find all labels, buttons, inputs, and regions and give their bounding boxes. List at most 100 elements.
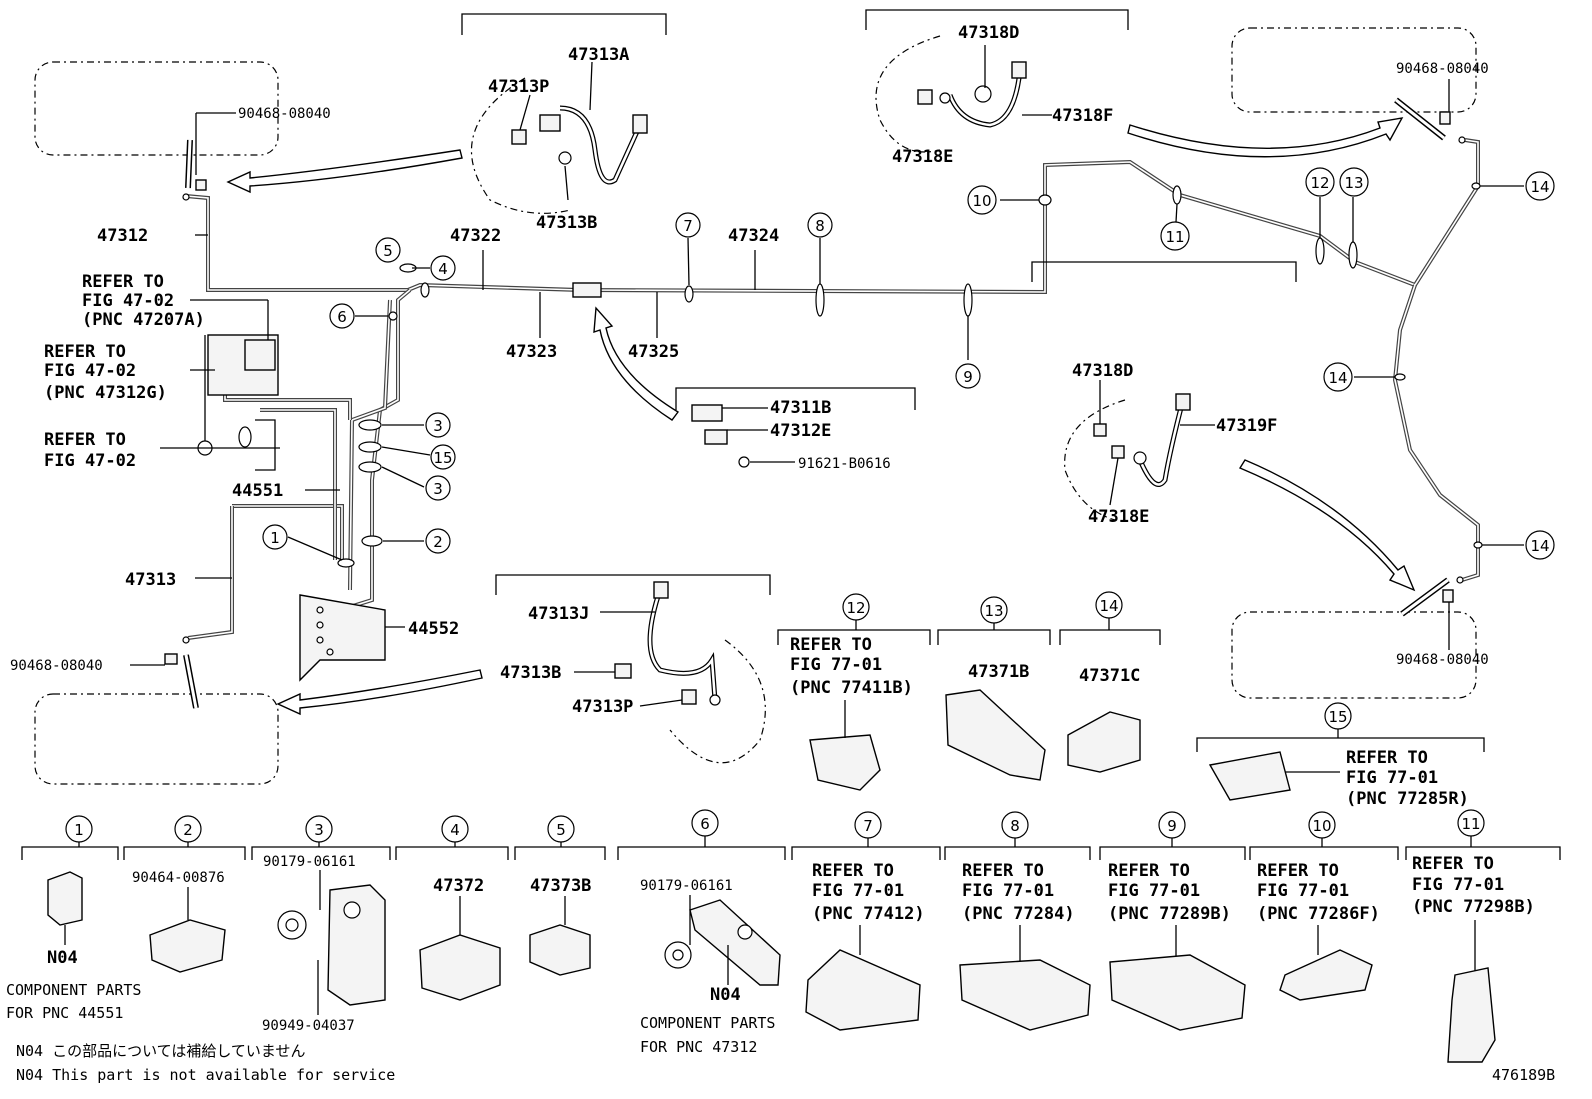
refer-77284-line3: (PNC 77284) bbox=[962, 904, 1075, 924]
callout-1a: 1 bbox=[270, 529, 280, 547]
callout-circles: 5 6 4 3 15 3 1 2 7 8 9 10 11 12 13 14 14… bbox=[262, 167, 1555, 560]
figure-id: 476189B bbox=[1492, 1066, 1555, 1084]
callout-11b: 11 bbox=[1461, 815, 1480, 833]
label-44552: 44552 bbox=[408, 619, 459, 639]
detail-rear-left-hose bbox=[495, 574, 771, 764]
callout-14c: 14 bbox=[1530, 537, 1549, 555]
detail-rear-right-hose bbox=[1031, 261, 1297, 521]
label-91621-B0616: 91621-B0616 bbox=[798, 456, 891, 472]
callout-3c: 3 bbox=[314, 821, 324, 839]
flow-arrows bbox=[226, 117, 1416, 716]
callout-2a: 2 bbox=[433, 533, 443, 551]
rear-right-wheel-area bbox=[1231, 611, 1477, 699]
callout-4b: 4 bbox=[450, 821, 460, 839]
component-3: 3 90179-06161 90949-04037 bbox=[251, 815, 391, 1034]
refer-77285R-line1: REFER TO bbox=[1346, 748, 1428, 768]
refer-77411B-line3: (PNC 77411B) bbox=[790, 678, 913, 698]
label-47313A: 47313A bbox=[568, 45, 629, 65]
label-47313: 47313 bbox=[125, 570, 176, 590]
label-90468-br: 90468-08040 bbox=[1396, 652, 1489, 668]
detail-bracket-47311B bbox=[675, 387, 916, 468]
clamp-group-15: 15 REFER TO FIG 77-01 (PNC 77285R) bbox=[1196, 702, 1485, 809]
component-10: 10 REFER TO FIG 77-01 (PNC 77286F) bbox=[1249, 811, 1399, 1001]
clamp-group-14: 14 47371C bbox=[1059, 591, 1161, 773]
callout-14b: 14 bbox=[1328, 369, 1347, 387]
label-47318E-top: 47318E bbox=[892, 147, 953, 167]
label-N04-a: N04 bbox=[47, 948, 78, 968]
label-47371B: 47371B bbox=[968, 662, 1029, 682]
refer-77286F-line3: (PNC 77286F) bbox=[1257, 904, 1380, 924]
label-47318F: 47318F bbox=[1052, 106, 1113, 126]
refer-47312G-line1: REFER TO bbox=[44, 342, 126, 362]
callout-13b: 13 bbox=[984, 602, 1003, 620]
label-90468-bl: 90468-08040 bbox=[10, 658, 103, 674]
callout-15a: 15 bbox=[433, 449, 452, 467]
label-47325: 47325 bbox=[628, 342, 679, 362]
footnotes: N04 この部品については補給していません N04 This part is n… bbox=[16, 1042, 1555, 1084]
callout-11a: 11 bbox=[1165, 228, 1184, 246]
callout-14a: 14 bbox=[1530, 178, 1549, 196]
refer-47312G-line2: FIG 47-02 bbox=[44, 361, 136, 381]
component-6: 6 90179-06161 N04 COMPONENT PARTS FOR PN… bbox=[617, 809, 786, 1056]
label-44551: 44551 bbox=[232, 481, 283, 501]
label-N04-b: N04 bbox=[710, 985, 741, 1005]
refer-77411B-line2: FIG 77-01 bbox=[790, 655, 882, 675]
refer-77289B-line1: REFER TO bbox=[1108, 861, 1190, 881]
callout-1b: 1 bbox=[74, 821, 84, 839]
callout-8b: 8 bbox=[1010, 817, 1020, 835]
label-47313P-top: 47313P bbox=[488, 77, 549, 97]
bleeder-plugs bbox=[164, 97, 1466, 709]
callout-5b: 5 bbox=[556, 821, 566, 839]
refer-47-02-line1: REFER TO bbox=[44, 430, 126, 450]
component-5: 5 47373B bbox=[514, 815, 606, 976]
refer-47-02-line2: FIG 47-02 bbox=[44, 451, 136, 471]
refer-77412-line1: REFER TO bbox=[812, 861, 894, 881]
refer-77285R-line2: FIG 77-01 bbox=[1346, 768, 1438, 788]
refer-77284-line2: FIG 77-01 bbox=[962, 881, 1054, 901]
component-parts-47312-line2: FOR PNC 47312 bbox=[640, 1038, 757, 1056]
component-4: 4 47372 bbox=[395, 815, 509, 1001]
main-brake-tubes bbox=[185, 138, 1480, 640]
label-90949-04037: 90949-04037 bbox=[262, 1018, 355, 1034]
label-47318D-top: 47318D bbox=[958, 23, 1019, 43]
label-47373B: 47373B bbox=[530, 876, 591, 896]
detail-front-left-hose bbox=[461, 13, 667, 214]
label-47322: 47322 bbox=[450, 226, 501, 246]
refer-77286F-line2: FIG 77-01 bbox=[1257, 881, 1349, 901]
component-parts-44551-line2: FOR PNC 44551 bbox=[6, 1004, 123, 1022]
label-47318E-mid: 47318E bbox=[1088, 507, 1149, 527]
component-parts-47312-line1: COMPONENT PARTS bbox=[640, 1014, 775, 1032]
refer-77286F-line1: REFER TO bbox=[1257, 861, 1339, 881]
refer-47207A-line2: FIG 47-02 bbox=[82, 291, 174, 311]
refer-77285R-line3: (PNC 77285R) bbox=[1346, 789, 1469, 809]
detail-front-right-hose bbox=[865, 9, 1129, 153]
n04-note-japanese: N04 この部品については補給していません bbox=[16, 1042, 305, 1060]
label-90468-tl: 90468-08040 bbox=[238, 106, 331, 122]
callout-10a: 10 bbox=[972, 192, 991, 210]
label-47312E: 47312E bbox=[770, 421, 831, 441]
callout-12b: 12 bbox=[846, 599, 865, 617]
label-90464-00876: 90464-00876 bbox=[132, 870, 225, 886]
label-47372: 47372 bbox=[433, 876, 484, 896]
label-47313J: 47313J bbox=[528, 604, 589, 624]
n04-note-english: N04 This part is not available for servi… bbox=[16, 1066, 395, 1084]
callout-15b: 15 bbox=[1328, 708, 1347, 726]
callout-7a: 7 bbox=[683, 217, 693, 235]
refer-47312G-line3: (PNC 47312G) bbox=[44, 383, 167, 403]
callout-8a: 8 bbox=[815, 217, 825, 235]
refer-77412-line3: (PNC 77412) bbox=[812, 904, 925, 924]
callout-10b: 10 bbox=[1312, 817, 1331, 835]
callout-9a: 9 bbox=[963, 368, 973, 386]
part-labels: 47312 90468-08040 47313 90468-08040 9046… bbox=[10, 23, 1489, 717]
label-90179-06161-b: 90179-06161 bbox=[640, 878, 733, 894]
component-parts-44551-line1: COMPONENT PARTS bbox=[6, 981, 141, 999]
label-47319F: 47319F bbox=[1216, 416, 1277, 436]
callout-12a: 12 bbox=[1310, 174, 1329, 192]
component-9: 9 REFER TO FIG 77-01 (PNC 77289B) bbox=[1099, 811, 1246, 1031]
clamp-group-13: 13 47371B bbox=[937, 596, 1051, 781]
label-47313P-bot: 47313P bbox=[572, 697, 633, 717]
refer-77412-line2: FIG 77-01 bbox=[812, 881, 904, 901]
component-2: 2 90464-00876 bbox=[123, 815, 246, 973]
refer-77298B-line2: FIG 77-01 bbox=[1412, 875, 1504, 895]
